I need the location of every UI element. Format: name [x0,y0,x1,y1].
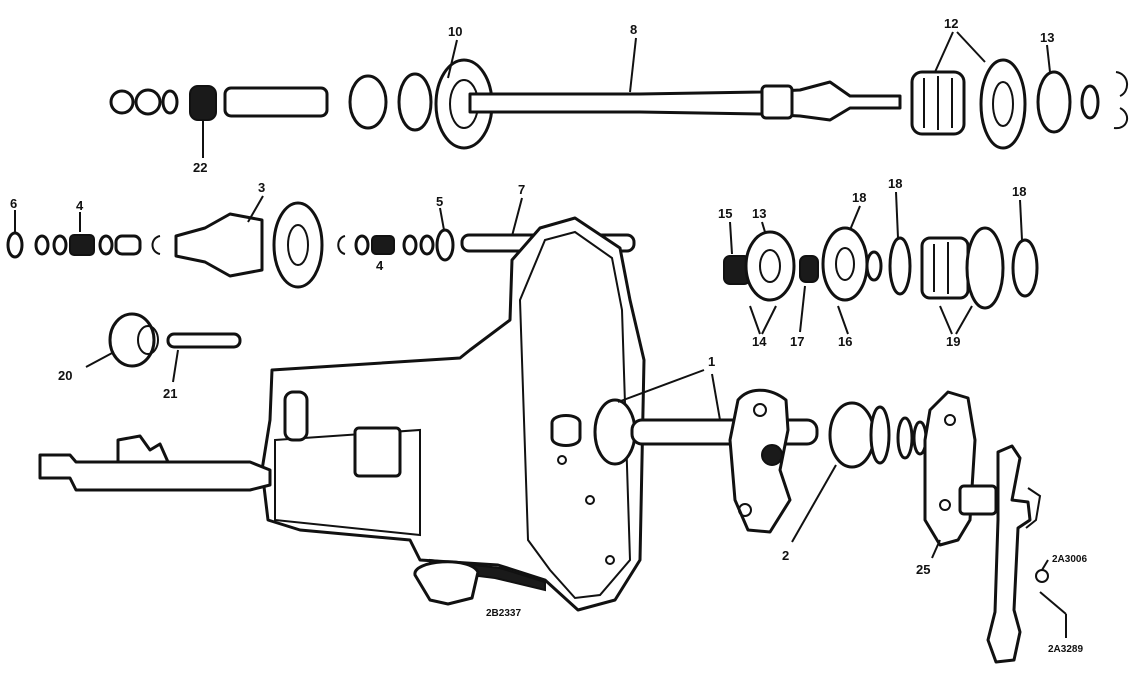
circlip-end [1113,71,1129,130]
selector-lever [283,390,309,442]
mainshaft-assembly [109,58,1129,150]
label-6: 6 [10,196,17,211]
gearbox-casing [38,216,646,612]
label-7: 7 [518,182,525,197]
rear-cover-assembly [828,390,1067,664]
bush-18b [888,236,912,296]
leader-lines [14,31,1067,638]
gear-set-right [723,226,1039,310]
synchro-hub-19 [920,236,970,300]
washer-13 [1080,84,1100,120]
label-20: 20 [58,368,72,383]
bush-17 [799,255,819,283]
label-2a3289: 2A3289 [1048,644,1083,655]
mounting-rubber-2b2337 [413,560,480,606]
label-10: 10 [448,24,462,39]
label-13-top: 13 [1040,30,1054,45]
gear-13-14 [744,230,796,302]
label-18-b: 18 [888,176,902,191]
label-5: 5 [436,194,443,209]
sleeve-19 [965,226,1005,310]
interlock-block [353,426,402,478]
label-3: 3 [258,180,265,195]
gear-12 [979,58,1027,150]
label-18-c: 18 [1012,184,1026,199]
selector-fork [116,434,170,464]
thrust-washer-5 [435,228,455,262]
washer-6 [6,231,24,259]
circlip-2a [896,416,914,460]
washer-22b [134,88,162,116]
distance-sleeve [223,86,329,118]
label-2b2337: 2B2337 [486,608,521,619]
needle-roller-4b [371,235,395,255]
reverse-gear-20 [108,312,156,368]
mainshaft-8 [468,80,902,122]
bearing-10 [397,72,433,132]
pin-2a3289 [1039,591,1067,615]
label-4-right: 4 [376,258,384,273]
thrust-washer-22a [109,89,135,115]
dowel-plug [550,414,582,447]
bearing-2 [828,401,876,469]
bush-22 [189,85,217,121]
circlip-ring [348,74,388,130]
lever-clip [1025,487,1042,529]
ring-6b [52,234,68,256]
laygear-cluster-3 [174,212,264,278]
bearing-2-ring [869,405,891,465]
ring-18c [1011,238,1039,298]
ring-right-b [402,234,418,256]
casing-flange [518,230,632,600]
spacer-tube [114,234,142,256]
callout-labels: 10 8 12 13 22 6 4 3 4 5 7 15 13 14 17 16… [10,16,1087,655]
mainshaft-spline [760,84,794,120]
rear-cover-boss [958,484,998,516]
ring-22c [161,89,179,115]
label-19: 19 [946,334,960,349]
label-21: 21 [163,386,177,401]
gear-16 [821,226,869,302]
selector-rod [38,453,272,492]
label-14: 14 [752,334,767,349]
front-cover-gasket [728,388,792,534]
gearbox-casing-main [260,216,646,612]
circlip-right [337,235,346,255]
label-18-a: 18 [852,190,866,205]
ring-6a [34,234,50,256]
nut-13 [1036,70,1072,134]
label-17: 17 [790,334,804,349]
spacer-a [98,234,114,256]
ring-right-a [354,234,370,256]
label-2a3006: 2A3006 [1052,554,1087,565]
first-motion-shaft-1 [630,418,819,446]
label-15: 15 [718,206,732,221]
first-motion-shaft-assembly [593,388,819,534]
label-4-left: 4 [76,198,84,213]
reverse-gear-assembly [108,312,242,368]
needle-roller-4 [69,234,95,256]
label-13: 13 [752,206,766,221]
laygear-large-3 [272,201,324,289]
pin-2a3006 [1035,569,1049,583]
label-22: 22 [193,160,207,175]
reverse-shaft-21 [166,332,242,349]
first-motion-gear-1 [593,398,637,466]
circlip-left [151,235,161,255]
label-2: 2 [782,548,789,563]
label-16: 16 [838,334,852,349]
ring-18a [865,250,883,282]
change-speed-lever [986,444,1032,664]
label-1: 1 [708,354,715,369]
ring-right-c [419,234,435,256]
label-8: 8 [630,22,637,37]
label-25: 25 [916,562,930,577]
label-12: 12 [944,16,958,31]
